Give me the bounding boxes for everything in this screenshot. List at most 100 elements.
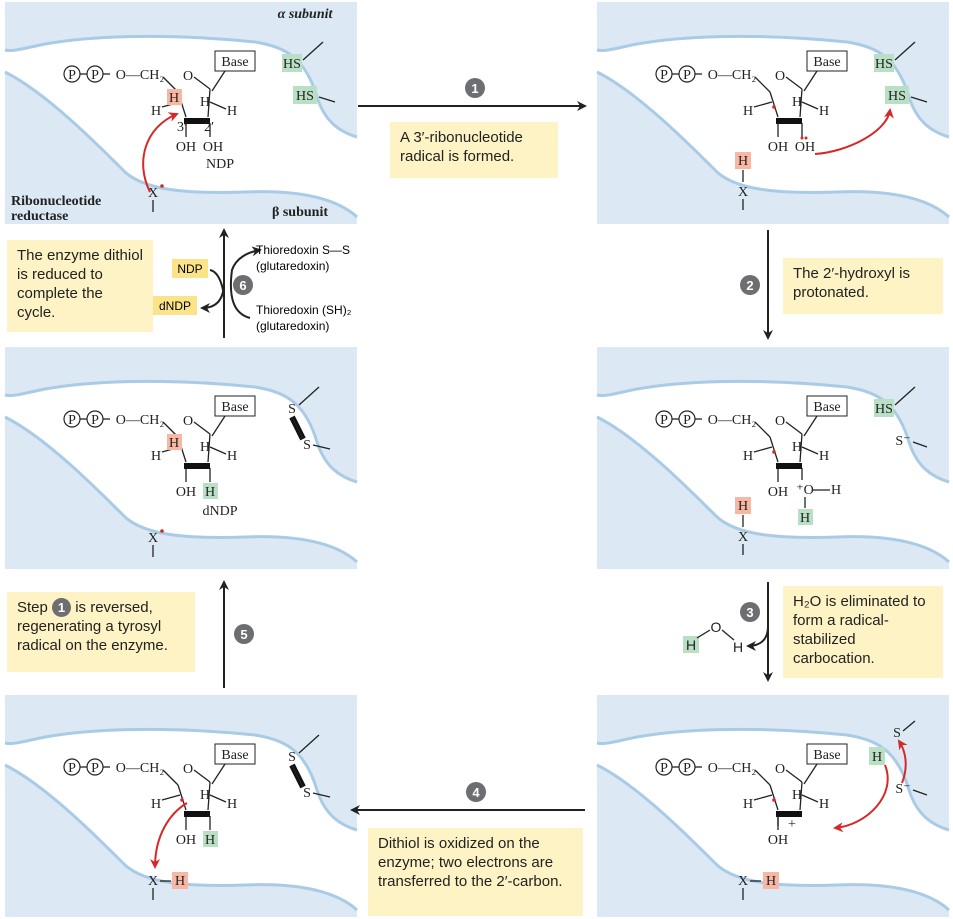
hs-highlight [874, 399, 894, 417]
c3-oh: OH [768, 833, 788, 848]
x-radical-dot [160, 529, 164, 533]
electron-arrow-6b [897, 739, 908, 784]
ring-o-c1 [785, 769, 803, 783]
s-minus-bond [912, 789, 928, 796]
s-2: S [303, 438, 311, 453]
step-3-circle [740, 602, 760, 622]
step-4-label: 4 [472, 785, 480, 800]
ring-c5-c4 [162, 769, 179, 786]
alpha-subunit-region [597, 695, 949, 830]
c3-number: 3′ [177, 120, 187, 135]
step-4: 4 [466, 782, 486, 802]
c1-h-bond [801, 101, 819, 110]
beta-subunit-region [597, 417, 949, 569]
phosphate-2-label: P [683, 68, 691, 83]
ring-c4-c3 [769, 436, 779, 463]
note-step-4: Dithiol is oxidized on the enzyme; two e… [368, 828, 583, 916]
c3-radical-dot [772, 450, 776, 454]
dndp-tag-box [153, 296, 197, 315]
ndp-in-arrow [209, 269, 225, 301]
base-box [214, 395, 256, 417]
c3-h-highlight [167, 89, 182, 105]
c1-h: H [227, 797, 237, 812]
c4-h: H [151, 104, 161, 119]
ring-o-c1 [193, 421, 211, 435]
alpha-subunit-region [597, 347, 949, 482]
dndp-out-arrow [200, 281, 225, 313]
x-h: H [175, 874, 185, 889]
c4-h: H [743, 104, 753, 119]
step-2-circle [740, 275, 760, 295]
ring-c1-c2 [207, 433, 211, 463]
c1-h-bond [209, 101, 227, 110]
hs-2-highlight [293, 86, 317, 104]
x-group: X [738, 530, 748, 545]
step-2: 2 [740, 275, 760, 295]
step-5-label: 5 [240, 627, 247, 642]
base-label: Base [221, 55, 248, 70]
c1-h: H [227, 104, 237, 119]
step-4-circle [466, 782, 486, 802]
ndp-label: NDP [206, 157, 234, 172]
water-o: O [711, 619, 722, 635]
c2-h: H [792, 788, 802, 803]
glutaredoxin-1: (glutaredoxin) [256, 259, 329, 273]
s-1-bond [902, 720, 916, 732]
c2-h: H [200, 788, 210, 803]
beta-subunit-label: β subunit [272, 205, 328, 220]
base-bond [211, 415, 226, 437]
alpha-subunit-region [5, 2, 357, 137]
phosphate-2-label: P [91, 413, 99, 428]
ndp-tag-box [172, 259, 208, 278]
ring-c4-c3 [769, 784, 779, 811]
water-h1-highlight [683, 636, 699, 653]
c4-h-bond [753, 794, 773, 801]
c3-oh: OH [176, 140, 196, 155]
o-ch2-label: O—CH₂ [116, 413, 165, 428]
note-step-6: The enzyme dithiol is reduced to complet… [7, 240, 153, 332]
x-h-highlight [763, 872, 779, 889]
s-2-bond [312, 444, 331, 450]
step-3: 3 [740, 602, 760, 622]
phosphate-2-label: P [683, 413, 691, 428]
step-6: 6 [233, 275, 253, 295]
s-minus: S⁻ [895, 782, 910, 797]
hs-1: HS [875, 402, 893, 417]
c3-radical-dot [772, 105, 776, 109]
note-step-5-circle: 1 [52, 598, 72, 617]
alpha-membrane-edge [4, 727, 358, 832]
water-out-arrow [746, 625, 769, 651]
electron-arrow-6a [833, 764, 889, 833]
phosphate-1-label: P [68, 68, 76, 83]
step-3-label: 3 [746, 605, 753, 620]
c3-oh: OH [176, 485, 196, 500]
phosphate-2-label: P [91, 68, 99, 83]
water-bond-1 [696, 629, 711, 639]
ring-o-c1 [193, 76, 211, 90]
c1-h-bond [209, 446, 227, 455]
s-minus-bond [912, 441, 928, 448]
s-1: S [288, 402, 296, 417]
base-box [214, 50, 256, 72]
c3-radical-dot [772, 798, 776, 802]
ring-oxygen: O [183, 69, 193, 84]
c2-plus: + [788, 817, 796, 832]
c2-h: H [792, 95, 802, 110]
thioredoxin-ss: Thioredoxin S—S [256, 243, 350, 257]
beta-subunit-region [597, 72, 949, 224]
c2-h: H [792, 440, 802, 455]
panel-4 [596, 347, 951, 569]
beta-membrane-edge [4, 415, 359, 564]
x-h: H [738, 499, 748, 514]
lone-pair-1 [800, 136, 804, 140]
c4-h: H [743, 797, 753, 812]
o-ch2-label: O—CH₂ [116, 68, 165, 83]
